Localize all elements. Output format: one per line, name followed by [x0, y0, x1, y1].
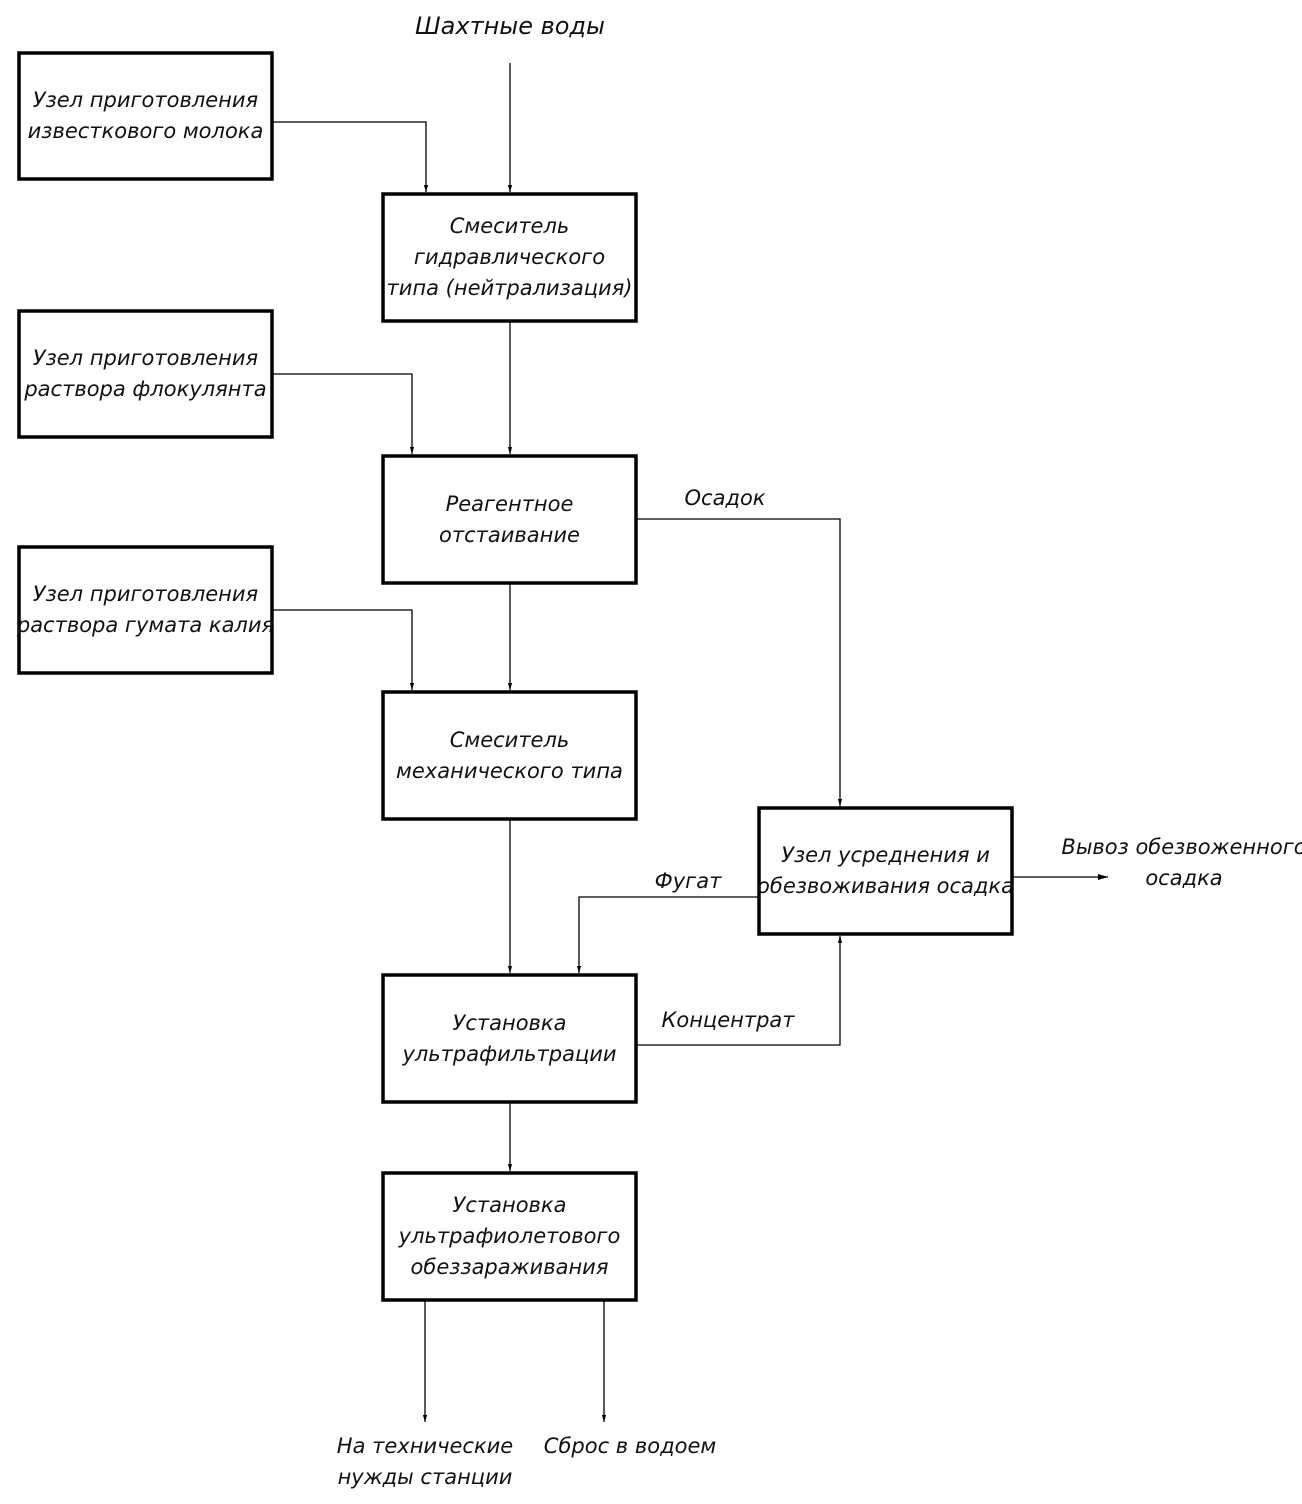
arrow-lime-milk	[272, 121, 429, 192]
arrow-concentrate	[636, 936, 843, 1046]
arrow-flocculant	[272, 373, 415, 454]
box-ultrafiltration	[381, 973, 638, 1104]
label-fugate: Фугат	[654, 869, 722, 893]
box-sludge-node	[757, 806, 1014, 936]
label-sediment: Осадок	[684, 486, 766, 510]
box-uv	[381, 1171, 638, 1302]
box-humate	[17, 545, 274, 675]
arrow-humate	[272, 609, 415, 690]
box-lime-milk	[17, 51, 274, 181]
box-hydraulic-mixer	[381, 192, 638, 323]
box-flocculant	[17, 309, 274, 439]
box-mechanical-mixer	[381, 690, 638, 821]
arrow-fugate	[576, 896, 759, 973]
label-discharge: Сброс в водоем	[543, 1434, 717, 1458]
arrow-sediment	[636, 518, 843, 806]
label-concentrate: Концентрат	[661, 1008, 795, 1032]
label-mine-water: Шахтные воды	[415, 12, 605, 40]
